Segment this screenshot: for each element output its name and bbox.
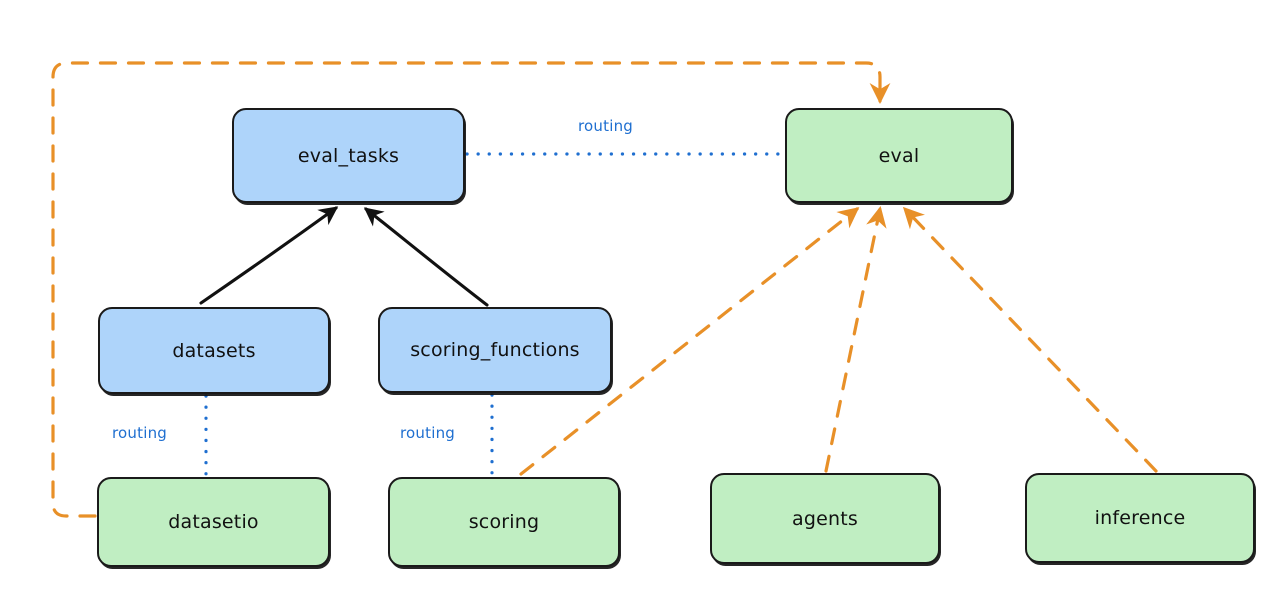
- node-eval[interactable]: eval: [785, 108, 1013, 203]
- edge-agents-to-eval: [824, 206, 887, 473]
- node-scoring[interactable]: scoring: [388, 477, 620, 567]
- node-inference-label: inference: [1094, 507, 1186, 529]
- node-eval-label: eval: [878, 144, 920, 167]
- node-agents[interactable]: agents: [710, 473, 940, 564]
- edge-datasets-to-eval_tasks: [199, 206, 339, 305]
- node-datasetio[interactable]: datasetio: [97, 477, 330, 567]
- edge-label-routing-scoring: routing: [400, 424, 455, 442]
- node-datasets-label: datasets: [172, 339, 256, 362]
- node-agents-label: agents: [792, 507, 858, 530]
- node-scoring-label: scoring: [468, 511, 540, 533]
- edge-label-routing-eval: routing: [578, 117, 633, 135]
- edge-datasetio-to-eval: [51, 61, 891, 518]
- edge-inference-to-eval: [902, 206, 1158, 473]
- edge-scoring-to-eval: [519, 207, 860, 476]
- node-eval-tasks[interactable]: eval_tasks: [232, 108, 465, 203]
- edge-label-routing-datasetio: routing: [112, 424, 167, 442]
- node-scoring-functions-label: scoring_functions: [410, 339, 580, 361]
- node-datasetio-label: datasetio: [168, 511, 259, 533]
- edge-scoring_functions-to-eval_tasks: [363, 207, 489, 307]
- node-datasets[interactable]: datasets: [98, 307, 330, 394]
- node-eval-tasks-label: eval_tasks: [297, 144, 400, 167]
- node-inference[interactable]: inference: [1025, 473, 1255, 563]
- node-scoring-functions[interactable]: scoring_functions: [378, 307, 612, 393]
